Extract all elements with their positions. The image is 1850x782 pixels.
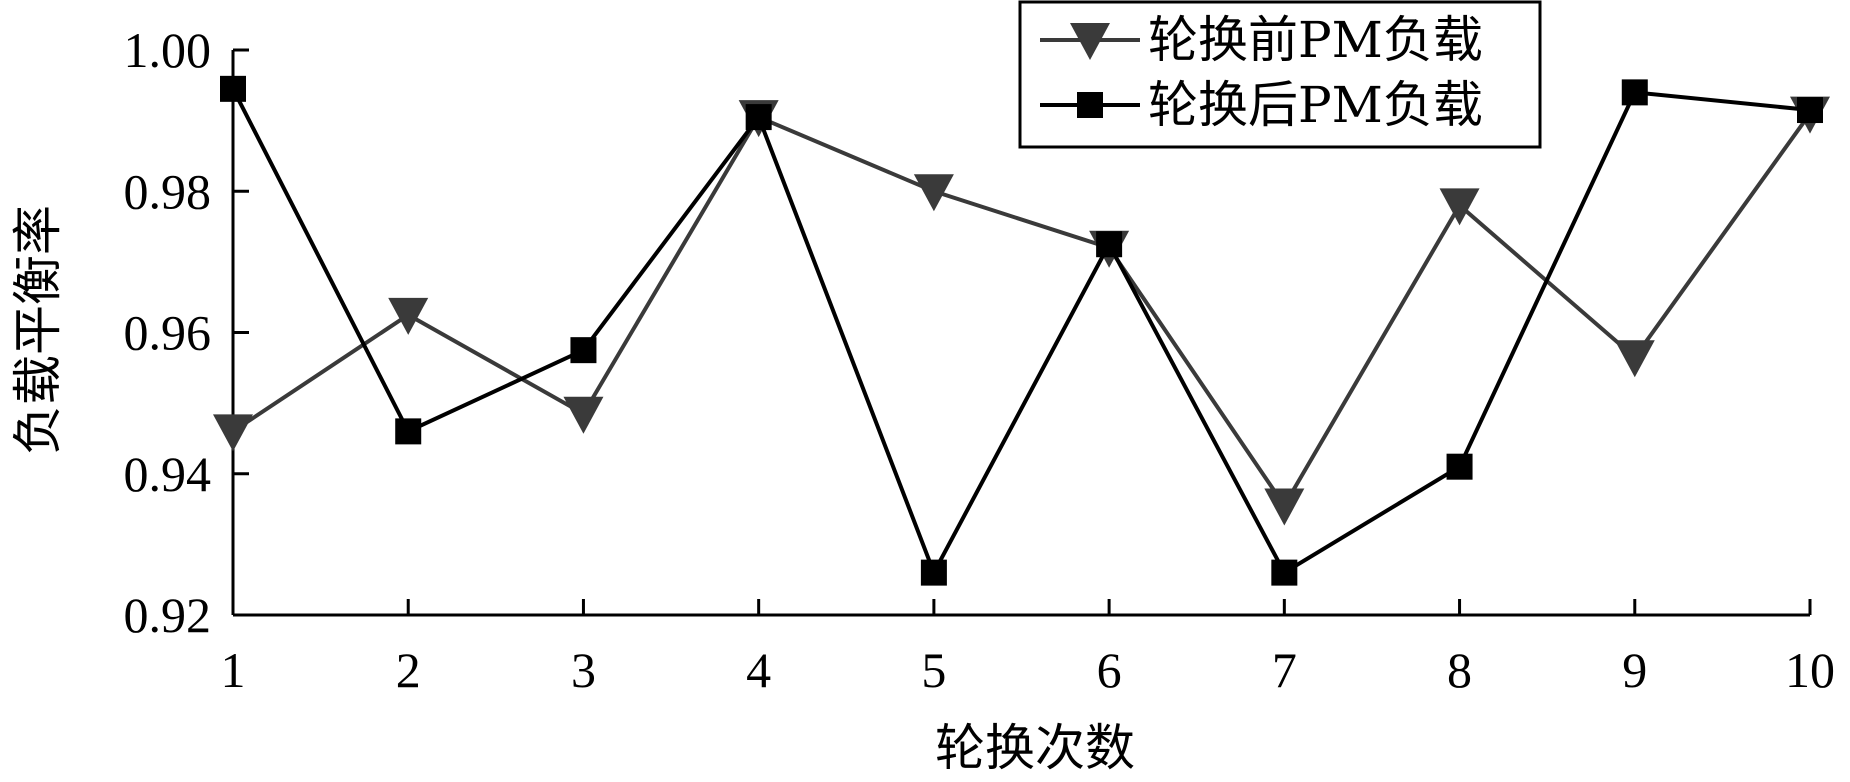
series-1 xyxy=(213,96,1830,526)
y-axis: 0.92 0.94 0.96 0.98 1.00 xyxy=(124,22,249,643)
legend-item-2: 轮换后PM负载 xyxy=(1040,76,1483,134)
y-tick-label: 0.94 xyxy=(124,446,212,502)
series-2-point xyxy=(1797,97,1823,124)
series-1-point xyxy=(1614,340,1655,378)
series-1-line xyxy=(231,112,1812,510)
y-tick-label: 0.98 xyxy=(124,163,212,219)
x-tick-label: 10 xyxy=(1785,642,1835,698)
series-2-point xyxy=(1446,453,1473,480)
series-layer xyxy=(213,75,1830,586)
series-2-point xyxy=(920,559,947,586)
series-2-point xyxy=(395,418,422,445)
y-axis-title: 负载平衡率 xyxy=(9,205,67,455)
series-1-point xyxy=(388,297,429,335)
legend-label: 轮换前PM负载 xyxy=(1148,11,1483,69)
x-axis-title: 轮换次数 xyxy=(935,719,1135,777)
series-1-point xyxy=(1439,188,1480,226)
x-tick-label: 7 xyxy=(1272,642,1297,698)
series-2-line xyxy=(231,87,1811,578)
x-tick-label: 4 xyxy=(746,642,771,698)
legend-item-1: 轮换前PM负载 xyxy=(1040,11,1483,69)
x-tick-label: 8 xyxy=(1447,642,1472,698)
series-2-point xyxy=(1096,231,1123,258)
x-tick-label: 5 xyxy=(921,642,946,698)
series-2-point xyxy=(570,337,597,364)
y-tick-label: 1.00 xyxy=(124,22,212,78)
x-tick-label: 1 xyxy=(221,642,246,698)
series-1-point xyxy=(913,174,954,212)
series-1-point xyxy=(1264,488,1305,526)
series-2-point xyxy=(1621,79,1648,106)
y-tick-label: 0.96 xyxy=(124,305,212,361)
series-2 xyxy=(220,75,1823,586)
x-tick-label: 6 xyxy=(1097,642,1122,698)
series-2-point xyxy=(745,104,772,131)
x-axis: 1 2 3 4 5 6 7 8 9 10 xyxy=(221,599,1835,698)
series-2-point xyxy=(220,75,246,102)
x-tick-label: 3 xyxy=(571,642,596,698)
y-tick-label: 0.92 xyxy=(124,587,212,643)
legend-marker xyxy=(1070,23,1110,60)
legend-label: 轮换后PM负载 xyxy=(1148,76,1483,134)
series-1-point xyxy=(213,414,253,452)
series-2-point xyxy=(1271,559,1298,586)
series-1-point xyxy=(563,396,604,434)
x-tick-label: 2 xyxy=(396,642,421,698)
legend-marker xyxy=(1077,92,1103,118)
x-tick-label: 9 xyxy=(1622,642,1647,698)
